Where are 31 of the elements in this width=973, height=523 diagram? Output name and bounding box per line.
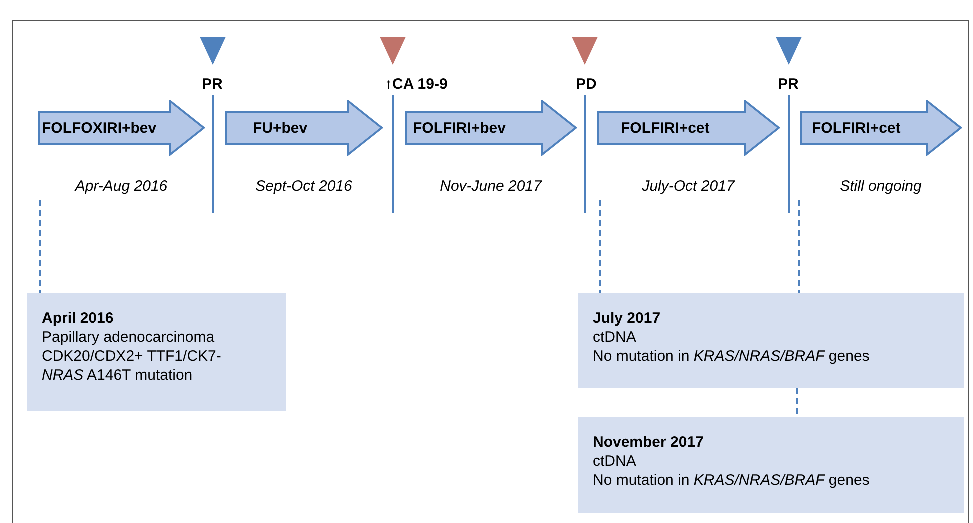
box-text: CDK20/CDX2+ TTF1/CK7- — [42, 347, 222, 366]
treatment-label: FU+bev — [252, 119, 308, 139]
dashed-connector — [798, 200, 800, 293]
box-text: ctDNA — [593, 328, 638, 347]
date-range: Still ongoing — [839, 177, 923, 197]
event-label: PR — [202, 75, 223, 95]
box-text: Papillary adenocarcinoma — [42, 328, 216, 347]
date-range: Apr-Aug 2016 — [74, 177, 169, 197]
event-label: ↑CA 19-9 — [385, 75, 448, 95]
dashed-connector — [796, 388, 798, 417]
event-label: PR — [778, 75, 799, 95]
dashed-connector — [599, 200, 601, 293]
info-box — [578, 293, 964, 388]
date-range: July-Oct 2017 — [641, 177, 736, 197]
box-text: No mutation in KRAS/NRAS/BRAF genes — [593, 347, 871, 366]
date-range: Nov-June 2017 — [439, 177, 544, 197]
treatment-label: FOLFIRI+cet — [811, 119, 901, 139]
treatment-label: FOLFOXIRI+bev — [41, 119, 157, 139]
box-heading: November 2017 — [593, 433, 705, 452]
info-box — [578, 417, 964, 513]
box-heading: April 2016 — [42, 309, 115, 328]
date-range: Sept-Oct 2016 — [254, 177, 354, 197]
box-text: No mutation in KRAS/NRAS/BRAF genes — [593, 471, 871, 490]
dashed-connector — [39, 200, 41, 293]
treatment-label: FOLFIRI+cet — [620, 119, 710, 139]
event-label: PD — [576, 75, 597, 95]
treatment-label: FOLFIRI+bev — [412, 119, 506, 139]
box-text: NRAS A146T mutation — [42, 366, 194, 385]
info-box — [27, 293, 286, 411]
box-heading: July 2017 — [593, 309, 662, 328]
box-text: ctDNA — [593, 452, 638, 471]
